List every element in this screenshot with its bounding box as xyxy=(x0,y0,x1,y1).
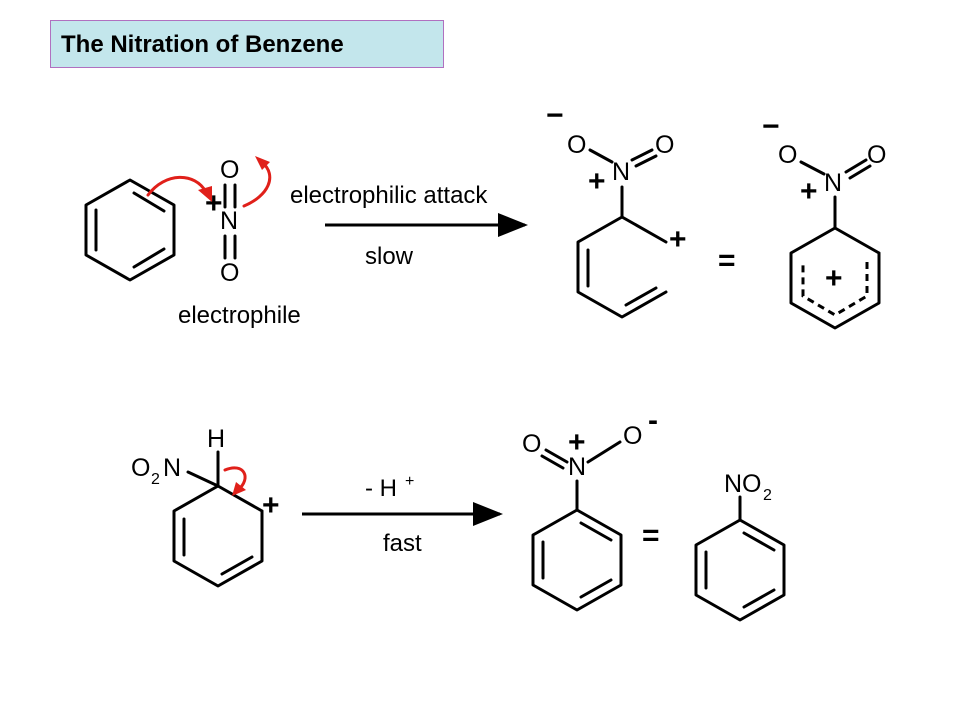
sigma-complex-delocalized: − O N O + + xyxy=(762,110,886,330)
sigma-complex-step2: H O 2 N + xyxy=(131,425,280,588)
deloc-minus: − xyxy=(762,110,780,143)
nitrobenzene-charged: O + N O - xyxy=(522,404,658,612)
deloc-o-left: O xyxy=(778,141,797,169)
arrow2-label-top: - H xyxy=(365,475,397,502)
nb-o-left: O xyxy=(522,430,541,458)
deloc-ring-plus: + xyxy=(825,262,843,295)
arrow2-label-bottom: fast xyxy=(383,530,422,557)
equals-1: = xyxy=(718,244,736,277)
nb-n: N xyxy=(568,453,586,481)
nb2-no: NO xyxy=(724,470,762,498)
nb-o-right: O xyxy=(623,422,642,450)
sigma-o-right: O xyxy=(655,131,674,159)
curly-arrow-attack xyxy=(146,175,212,202)
sigma-n-plus: + xyxy=(588,165,606,198)
step2-o2n-sub: 2 xyxy=(151,471,160,488)
curly-arrow-deprotonation xyxy=(223,466,247,496)
arrow1-label-bottom: slow xyxy=(365,243,414,270)
sigma-minus: − xyxy=(546,99,564,132)
nitronium-o-top: O xyxy=(220,156,239,184)
arrow1-label-top: electrophilic attack xyxy=(290,182,488,209)
nb-minus: - xyxy=(648,404,658,437)
sigma-ring-plus: + xyxy=(669,223,687,256)
sigma-complex: − O N O + + xyxy=(546,99,687,319)
nitronium-ion: O + N O xyxy=(205,156,239,287)
nitronium-n: N xyxy=(220,207,238,235)
step2-ring-plus: + xyxy=(262,489,280,522)
step2-o2n-o: O xyxy=(131,454,150,482)
deloc-n-plus: + xyxy=(800,175,818,208)
nb-n-plus: + xyxy=(568,426,586,459)
electrophile-label: electrophile xyxy=(178,302,301,329)
slide-title: The Nitration of Benzene xyxy=(50,20,444,68)
step2-h: H xyxy=(207,425,225,453)
curly-arrow-bond-shift xyxy=(242,156,272,208)
deloc-n: N xyxy=(824,169,842,197)
arrow2-label-top-sup: + xyxy=(405,473,414,490)
step2-o2n-n: N xyxy=(163,454,181,482)
nitronium-o-bottom: O xyxy=(220,259,239,287)
equals-2: = xyxy=(642,519,660,552)
sigma-n: N xyxy=(612,158,630,186)
nitrobenzene: NO 2 xyxy=(694,470,786,622)
deloc-o-right: O xyxy=(867,141,886,169)
nb2-no2-sub: 2 xyxy=(763,487,772,504)
benzene-reactant xyxy=(84,178,176,282)
sigma-o-left: O xyxy=(567,131,586,159)
